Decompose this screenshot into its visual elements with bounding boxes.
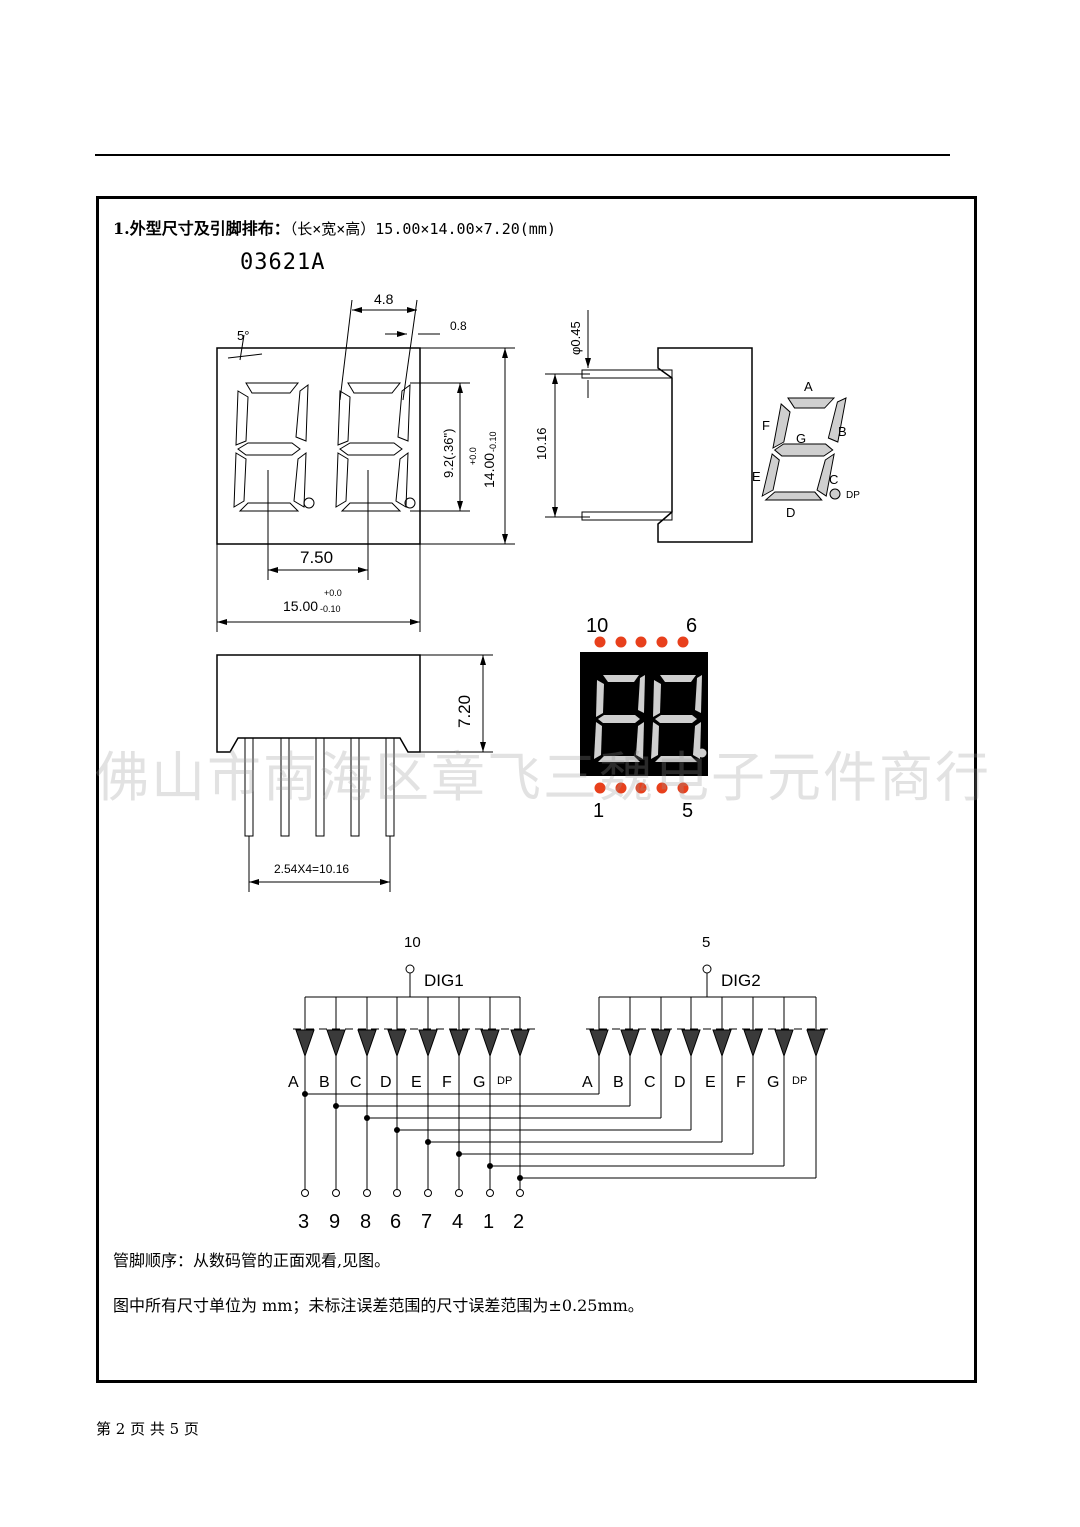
seg-dp-label: DP bbox=[846, 490, 860, 501]
side-view: 10.16 φ0.45 bbox=[534, 310, 753, 543]
photo-pin-5: 5 bbox=[682, 800, 693, 822]
led-photo: 10 6 1 5 bbox=[580, 615, 708, 822]
dig2-pin-number: 5 bbox=[702, 934, 710, 951]
depth-label: 7.20 bbox=[455, 695, 474, 728]
pin-label-dp: 2 bbox=[513, 1211, 524, 1233]
dig2-seg-f: F bbox=[736, 1074, 746, 1091]
dig1-pin-number: 10 bbox=[404, 934, 421, 951]
pin-label-f: 4 bbox=[452, 1211, 463, 1233]
photo-pin-10: 10 bbox=[586, 615, 608, 637]
bottom-view: 7.20 2.54X4=10.16 bbox=[216, 654, 493, 892]
seg-thickness-label: 0.8 bbox=[450, 319, 467, 333]
dig1-seg-e: E bbox=[411, 1074, 422, 1091]
dig1-seg-f: F bbox=[442, 1074, 452, 1091]
dig2-seg-g: G bbox=[767, 1074, 779, 1091]
angle-label: 5° bbox=[237, 328, 249, 343]
schematic bbox=[293, 964, 830, 1197]
pin-label-e: 7 bbox=[421, 1211, 432, 1233]
seg-b-label: B bbox=[838, 424, 847, 439]
digit-pitch-label: 7.50 bbox=[300, 548, 333, 567]
height-tol-plus: +0.0 bbox=[468, 447, 478, 465]
height-label: 14.00 bbox=[481, 453, 497, 488]
dig1-seg-d: D bbox=[380, 1074, 392, 1091]
dig2-seg-e: E bbox=[705, 1074, 716, 1091]
width-tol-minus: -0.10 bbox=[320, 604, 341, 614]
section-title: 1.外型尺寸及引脚排布： bbox=[113, 219, 290, 238]
seg-c-label: C bbox=[829, 472, 838, 487]
dig2-label: DIG2 bbox=[721, 971, 761, 990]
width-label: 15.00 bbox=[283, 598, 318, 614]
dig1-seg-a: A bbox=[288, 1074, 299, 1091]
page-footer: 第 2 页 共 5 页 bbox=[96, 1420, 199, 1438]
dig2-seg-a: A bbox=[582, 1074, 593, 1091]
content-frame bbox=[96, 196, 977, 1383]
pin-label-c: 8 bbox=[360, 1211, 371, 1233]
photo-pin-1: 1 bbox=[593, 800, 604, 822]
note-tolerance: 图中所有尺寸单位为 mm；未标注误差范围的尺寸误差范围为±0.25mm。 bbox=[113, 1296, 644, 1315]
segment-diagram: A B C D E F G DP bbox=[752, 379, 860, 520]
height-tol-minus: -0.10 bbox=[488, 431, 498, 452]
seg-width-label: 4.8 bbox=[374, 291, 394, 307]
photo-pin-6: 6 bbox=[686, 615, 697, 637]
model-number: 03621A bbox=[240, 250, 326, 275]
pitch-label: 2.54X4=10.16 bbox=[274, 862, 349, 876]
pin-label-g: 1 bbox=[483, 1211, 494, 1233]
pin-label-a: 3 bbox=[298, 1211, 309, 1233]
dig2-seg-c: C bbox=[644, 1074, 656, 1091]
digit-height-label: 9.2(.36") bbox=[441, 429, 456, 478]
dig2-seg-d: D bbox=[674, 1074, 686, 1091]
dig1-label: DIG1 bbox=[424, 971, 464, 990]
schematic-labels: 10 DIG1 5 DIG2 A B C D E F G DP A B C D … bbox=[288, 934, 807, 1233]
dig2-seg-b: B bbox=[613, 1074, 624, 1091]
top-rule bbox=[95, 154, 950, 156]
seg-a-label: A bbox=[804, 379, 813, 394]
pin-label-d: 6 bbox=[390, 1211, 401, 1233]
seg-g-label: G bbox=[796, 431, 806, 446]
pin-span-label: 10.16 bbox=[534, 427, 549, 460]
section-heading: 1.外型尺寸及引脚排布：（长×宽×高）15.00×14.00×7.20(mm) bbox=[113, 215, 556, 239]
dig1-seg-b: B bbox=[319, 1074, 330, 1091]
seg-f-label: F bbox=[762, 418, 770, 433]
pin-label-b: 9 bbox=[329, 1211, 340, 1233]
note-pin-order: 管脚顺序：从数码管的正面观看,见图。 bbox=[113, 1251, 391, 1270]
dig1-seg-dp: DP bbox=[497, 1075, 512, 1087]
dig2-seg-dp: DP bbox=[792, 1075, 807, 1087]
pin-dia-label: φ0.45 bbox=[568, 321, 583, 355]
front-view: 5° 4.8 0.8 7.50 15.00 +0.0 -0.10 9.2(.36… bbox=[216, 291, 515, 632]
dig1-seg-g: G bbox=[473, 1074, 485, 1091]
dig1-seg-c: C bbox=[350, 1074, 362, 1091]
seg-d-label: D bbox=[786, 505, 795, 520]
section-dims: （长×宽×高）15.00×14.00×7.20(mm) bbox=[289, 220, 556, 238]
width-tol-plus: +0.0 bbox=[324, 588, 342, 598]
seg-e-label: E bbox=[752, 469, 761, 484]
